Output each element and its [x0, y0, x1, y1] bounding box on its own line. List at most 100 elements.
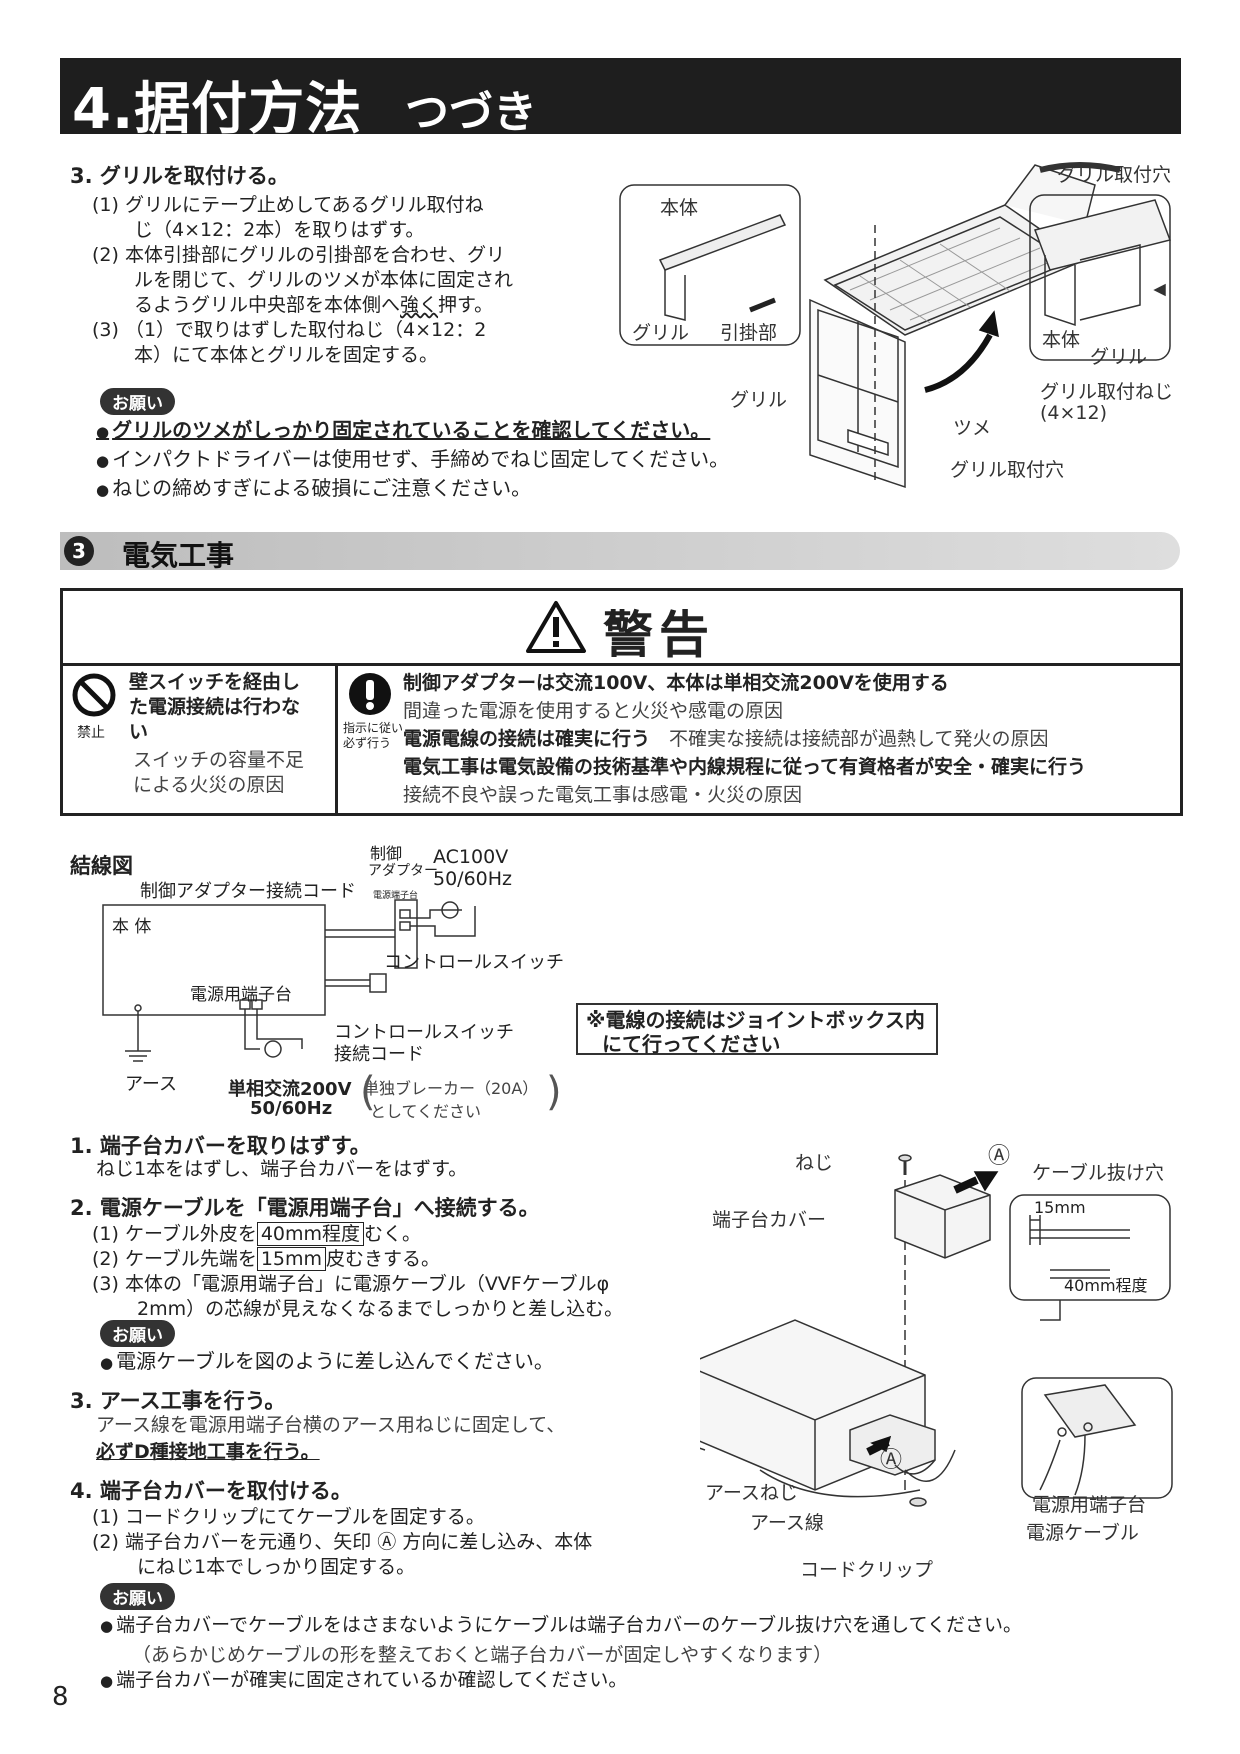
warning-line-2-normal: 間違った電源を使用すると火災や感電の原因 — [403, 700, 784, 722]
grille-step-3a: (3) （1）で取りはずした取付ねじ（4×12：2 — [92, 319, 487, 341]
prohibit-line-2: た電源接続は行わな — [129, 696, 301, 718]
warning-prohibit-cell: 禁止 壁スイッチを経由し た電源接続は行わな い スイッチの容量不足 による火災… — [63, 666, 338, 813]
step4-2b: にねじ1本でしっかり固定する。 — [137, 1556, 416, 1578]
step3-heading: 3. アース工事を行う。 — [70, 1389, 286, 1413]
instruction-label-2: 必ず行う — [343, 736, 392, 750]
warning-line-4-bold: 電気工事は電気設備の技術基準や内線規程に従って有資格者が安全・確実に行う — [403, 756, 1087, 778]
step2-1a: (1) ケーブル外皮を — [92, 1223, 257, 1245]
fig2-neji: ねじ — [795, 1152, 834, 1174]
onegai-badge-2: お願い — [100, 1320, 175, 1347]
step2-bullet: 電源ケーブルを図のように差し込んでください。 — [100, 1348, 554, 1377]
fig2-earth-wire: アース線 — [750, 1512, 824, 1534]
grille-step-1b: じ（4×12：2本）を取りはずす。 — [134, 219, 425, 241]
fig2-clip: コードクリップ — [800, 1559, 934, 1581]
section-bar: 3 電気工事 — [60, 532, 1180, 572]
step2-2c: 皮むきする。 — [326, 1248, 441, 1270]
hontai-label: 本 体 — [112, 917, 152, 937]
step4-2a: (2) 端子台カバーを元通り、矢印 Ⓐ 方向に差し込み、本体 — [92, 1531, 593, 1553]
fig-label-hontai-2: 本体 — [1042, 329, 1081, 351]
page-number: 8 — [52, 1682, 69, 1712]
grille-step-2c: るようグリル中央部を本体側へ強く押す。 — [92, 293, 562, 318]
prohibit-icon — [72, 673, 116, 717]
fig2-terminal: 電源用端子台 — [1032, 1494, 1147, 1516]
prohibit-reason-1: スイッチの容量不足 — [133, 749, 305, 771]
step4-heading: 4. 端子台カバーを取付ける。 — [70, 1479, 352, 1503]
fig-label-grill-1: グリル — [632, 322, 690, 344]
step4-bullet-1: 端子台カバーでケーブルをはさまないようにケーブルは端子台カバーのケーブル抜け穴を… — [100, 1612, 1022, 1640]
warning-line-1-bold: 制御アダプターは交流100V、本体は単相交流200Vを使用する — [403, 672, 949, 694]
adapter-label-1: 制御 — [370, 844, 403, 863]
terminal-figure — [700, 1154, 1173, 1507]
terminal-label: 電源用端子台 — [190, 985, 292, 1005]
fig2-15mm: 15mm — [1034, 1198, 1086, 1217]
fig-label-hontai-1: 本体 — [660, 197, 699, 219]
fig2-earth-screw: アースねじ — [705, 1482, 798, 1504]
freq-label-2: 50/60Hz — [250, 1098, 333, 1119]
page-subtitle: つづき — [405, 87, 537, 138]
fig-label-grill-2: グリル — [730, 389, 788, 411]
step4-bullet-2: 端子台カバーが確実に固定されているか確認してください。 — [100, 1667, 627, 1695]
breaker-label-2: としてください — [370, 1102, 482, 1121]
fig2-a-bottom: Ⓐ — [880, 1448, 903, 1473]
onegai-badge-1: お願い — [100, 388, 175, 415]
grille-figure — [619, 162, 1171, 489]
ac-label: AC100V — [433, 846, 509, 868]
prohibit-label: 禁止 — [77, 725, 105, 741]
warning-line-5-normal: 接続不良や誤った電気工事は感電・火災の原因 — [403, 784, 803, 806]
page-header: 4.据付方法 つづき — [60, 58, 1181, 142]
cs-cord-label-2: 接続コード — [334, 1044, 424, 1065]
adapter-terminal-label: 電源端子台 — [373, 891, 419, 901]
warning-line-3: 電源電線の接続は確実に行う 不確実な接続は接続部が過熱して発火の原因 — [403, 725, 1086, 753]
step4-body: (1) コードクリップにてケーブルを固定する。 (2) 端子台カバーを元通り、矢… — [92, 1505, 592, 1580]
junction-note-2: にて行ってください — [602, 1032, 781, 1056]
step1-heading: 1. 端子台カバーを取りはずす。 — [70, 1134, 371, 1158]
step2-2a: (2) ケーブル先端を — [92, 1248, 257, 1270]
grille-bullet-3: ねじの締めすぎによる破損にご注意ください。 — [96, 475, 776, 504]
fig2-40mm: 40mm程度 — [1064, 1276, 1148, 1295]
warning-line-4: 電気工事は電気設備の技術基準や内線規程に従って有資格者が安全・確実に行う — [403, 753, 1086, 781]
grille-step-2c-strong: 強く — [400, 294, 439, 316]
onegai-badge-3: お願い — [100, 1583, 175, 1610]
warning-title: 警告 — [603, 606, 715, 664]
wiring-diagram — [102, 899, 476, 1062]
warning-line-3-normal: 不確実な接続は接続部が過熱して発火の原因 — [669, 728, 1049, 750]
prohibit-reason-2: による火災の原因 — [133, 774, 285, 796]
control-switch-label: コントロールスイッチ — [384, 952, 564, 973]
grille-step-2c-text: るようグリル中央部を本体側へ — [134, 294, 401, 316]
grille-step-1a: (1) グリルにテープ止めしてあるグリル取付ね — [92, 194, 484, 216]
grille-heading: 3. グリルを取付ける。 — [70, 164, 289, 188]
breaker-label-1: 単独ブレーカー（20A） — [363, 1079, 539, 1098]
grille-steps: (1) グリルにテープ止めしてあるグリル取付ね じ（4×12：2本）を取りはずす… — [92, 193, 562, 368]
warning-title-bar: 警告 — [63, 591, 1180, 666]
fig2-a-top: Ⓐ — [988, 1144, 1011, 1169]
cs-cord-label-1: コントロールスイッチ — [334, 1022, 514, 1043]
fig-label-ana-1: グリル取付穴 — [1057, 164, 1172, 186]
grille-bullet-2: インパクトドライバーは使用せず、手締めでねじ固定してください。 — [96, 446, 776, 475]
section-title: 電気工事 — [122, 539, 235, 572]
fig2-kenuke: ケーブル抜け穴 — [1032, 1162, 1164, 1184]
instruction-label-1: 指示に従い — [343, 721, 404, 735]
fig-label-neji: グリル取付ねじ — [1040, 381, 1174, 403]
step2-1c: むく。 — [364, 1223, 422, 1245]
prohibit-line-1: 壁スイッチを経由し — [129, 671, 301, 693]
prohibit-line-3: い — [129, 721, 149, 743]
step3-body-1: アース線を電源用端子台横のアース用ねじに固定して、 — [96, 1414, 566, 1436]
fig-label-ana-2: グリル取付穴 — [950, 459, 1065, 481]
grille-step-2b: ルを閉じて、グリルのツメが本体に固定され — [134, 269, 514, 291]
step2-1b: 40mm程度 — [256, 1222, 365, 1246]
grille-step-2a: (2) 本体引掛部にグリルの引掛部を合わせ、グリ — [92, 244, 505, 266]
step2-2b: 15mm — [256, 1247, 327, 1271]
warning-triangle-icon — [526, 601, 586, 653]
earth-label: アース — [125, 1074, 178, 1095]
instruction-label: 指示に従い 必ず行う — [343, 721, 403, 751]
page-title: 4.据付方法 — [72, 77, 363, 142]
breaker-paren-right: ) — [546, 1069, 562, 1115]
power-label: 単相交流200V — [228, 1079, 352, 1100]
warning-line-3-bold: 電源電線の接続は確実に行う — [403, 728, 651, 750]
fig2-cable: 電源ケーブル — [1026, 1522, 1139, 1544]
breaker-paren-left: ( — [360, 1069, 376, 1115]
fig-label-tsume: ツメ — [953, 417, 992, 439]
grille-bullet-1: グリルのツメがしっかり固定されていることを確認してください。 — [96, 417, 776, 446]
